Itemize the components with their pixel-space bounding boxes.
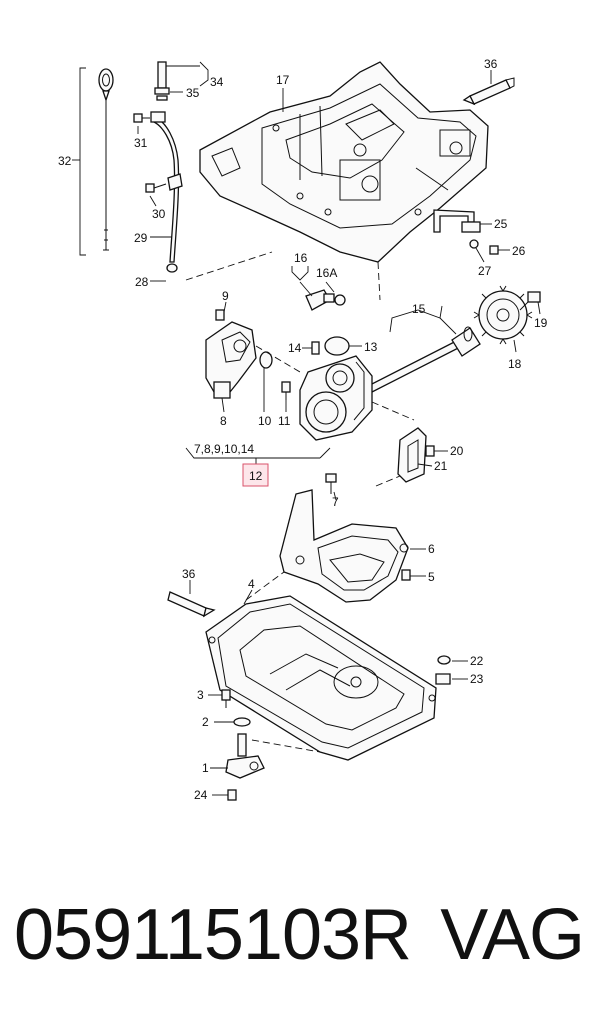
callout-14: 14 bbox=[288, 341, 302, 355]
dipstick-leaders bbox=[137, 61, 209, 282]
oil-level-sender bbox=[210, 717, 321, 801]
bolt-7 bbox=[325, 473, 337, 501]
exploded-parts-diagram: 32 34 35 31 30 29 28 17 36 25 26 27 16 1… bbox=[58, 57, 548, 802]
brand-name: VAG bbox=[440, 895, 585, 975]
callout-22: 22 bbox=[470, 654, 484, 668]
part-number: 059115103R bbox=[14, 895, 412, 975]
callout-36-bottom: 36 bbox=[182, 567, 196, 581]
callout-18: 18 bbox=[508, 357, 522, 371]
callout-5: 5 bbox=[428, 570, 435, 584]
callout-19: 19 bbox=[534, 316, 548, 330]
callout-2: 2 bbox=[202, 715, 209, 729]
breather-pipe bbox=[433, 209, 510, 263]
callout-35: 35 bbox=[186, 86, 200, 100]
callout-27: 27 bbox=[478, 264, 492, 278]
callout-9: 9 bbox=[222, 289, 229, 303]
oil-filter-flange bbox=[205, 301, 301, 413]
callout-23: 23 bbox=[470, 672, 484, 686]
sealant-tube-bottom bbox=[167, 580, 216, 618]
upper-pan-leaders bbox=[185, 88, 381, 301]
callout-3: 3 bbox=[197, 688, 204, 702]
callout-21: 21 bbox=[434, 459, 448, 473]
callout-34: 34 bbox=[210, 75, 224, 89]
drain-plug-parts bbox=[435, 655, 468, 685]
callout-15: 15 bbox=[412, 302, 426, 316]
callout-16: 16 bbox=[294, 251, 308, 265]
callout-11: 11 bbox=[278, 414, 291, 428]
intermediate-shaft bbox=[367, 305, 481, 393]
footer: 059115103R VAG bbox=[0, 885, 600, 995]
callout-8: 8 bbox=[220, 414, 227, 428]
sealant-tube-top bbox=[462, 70, 515, 106]
dipstick-guide-tube bbox=[150, 61, 183, 273]
callout-29: 29 bbox=[134, 231, 148, 245]
callout-labels: 32 34 35 31 30 29 28 17 36 25 26 27 16 1… bbox=[58, 57, 548, 802]
bolt-3 bbox=[208, 689, 231, 708]
callout-36-top: 36 bbox=[484, 57, 498, 71]
group-bracket bbox=[185, 447, 331, 487]
callout-24: 24 bbox=[194, 788, 208, 802]
callout-26: 26 bbox=[512, 244, 526, 258]
callout-group-refs: 7,8,9,10,14 bbox=[194, 442, 254, 456]
callout-20: 20 bbox=[450, 444, 464, 458]
baffle-plate bbox=[245, 489, 426, 603]
sprocket bbox=[473, 285, 533, 353]
dipstick-bolts bbox=[133, 113, 167, 193]
dipstick bbox=[98, 68, 114, 251]
lower-oil-pan bbox=[205, 589, 437, 761]
callout-7: 7 bbox=[332, 495, 339, 509]
callout-25: 25 bbox=[494, 217, 508, 231]
callout-6: 6 bbox=[428, 542, 435, 556]
upper-oil-pan bbox=[199, 61, 489, 263]
callout-16a: 16A bbox=[316, 266, 337, 280]
callout-31: 31 bbox=[134, 136, 148, 150]
bracket-21 bbox=[375, 427, 448, 487]
dipstick-bracket bbox=[72, 67, 86, 256]
callout-10: 10 bbox=[258, 414, 272, 428]
oil-pump bbox=[281, 336, 415, 441]
callout-4: 4 bbox=[248, 577, 255, 591]
callout-28: 28 bbox=[135, 275, 149, 289]
callout-13: 13 bbox=[364, 340, 378, 354]
callout-1: 1 bbox=[202, 761, 209, 775]
callout-32: 32 bbox=[58, 154, 72, 168]
oil-level-sensor bbox=[291, 266, 346, 311]
callout-17: 17 bbox=[276, 73, 290, 87]
callout-30: 30 bbox=[152, 207, 166, 221]
sprocket-bolt bbox=[519, 291, 541, 315]
callout-12-highlighted: 12 bbox=[249, 469, 263, 483]
